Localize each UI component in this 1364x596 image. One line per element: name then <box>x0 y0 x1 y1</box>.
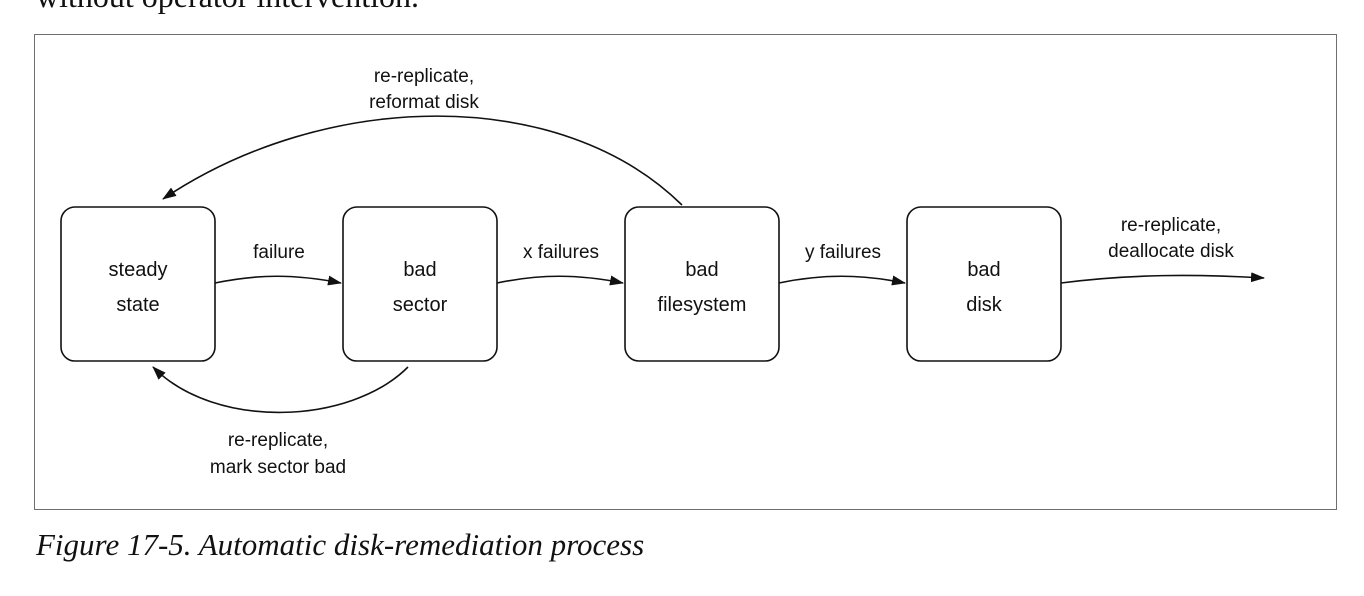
state-label-line: bad <box>685 259 718 281</box>
edge-arrow <box>1060 272 1265 284</box>
state-node-bad-disk: bad disk <box>906 206 1062 362</box>
edge-label: x failures <box>523 242 599 263</box>
state-label-line: disk <box>966 294 1003 316</box>
figure-caption: Figure 17-5. Automatic disk-remediation … <box>36 527 645 562</box>
state-node-steady-state: steady state <box>60 206 216 362</box>
state-box <box>906 206 1062 362</box>
top-text-fragment: without operator intervention. <box>36 0 419 14</box>
edge-arrow <box>778 275 906 286</box>
edge-label-line: mark sector bad <box>210 457 346 478</box>
state-box <box>60 206 216 362</box>
state-label-line: steady <box>109 259 168 281</box>
state-label-line: filesystem <box>658 294 747 316</box>
edge-label-line: re-replicate, <box>1121 215 1221 236</box>
edge-failure: failure <box>214 242 342 286</box>
state-label-line: sector <box>393 294 448 316</box>
edge-label: failure <box>253 242 305 263</box>
edge-y-failures: y failures <box>778 242 906 286</box>
edge-label-line: re-replicate, <box>228 430 328 451</box>
edge-deallocate: re-replicate, deallocate disk <box>1060 215 1265 284</box>
edge-label-line: reformat disk <box>369 92 479 113</box>
state-label-line: bad <box>403 259 436 281</box>
state-node-bad-sector: bad sector <box>342 206 498 362</box>
edge-mark-bad: re-replicate, mark sector bad <box>152 366 409 478</box>
edge-arrow <box>496 275 624 286</box>
edge-label-line: deallocate disk <box>1108 241 1234 262</box>
edge-arrow <box>162 115 683 206</box>
state-label-line: state <box>116 294 159 316</box>
state-box <box>624 206 780 362</box>
state-box <box>342 206 498 362</box>
edge-label-line: re-replicate, <box>374 66 474 87</box>
state-label-line: bad <box>967 259 1000 281</box>
edge-label: y failures <box>805 242 881 263</box>
edge-x-failures: x failures <box>496 242 624 286</box>
edge-arrow <box>214 275 342 286</box>
edge-arrow <box>152 366 409 414</box>
state-node-bad-filesystem: bad filesystem <box>624 206 780 362</box>
edge-reformat: re-replicate, reformat disk <box>162 66 683 206</box>
